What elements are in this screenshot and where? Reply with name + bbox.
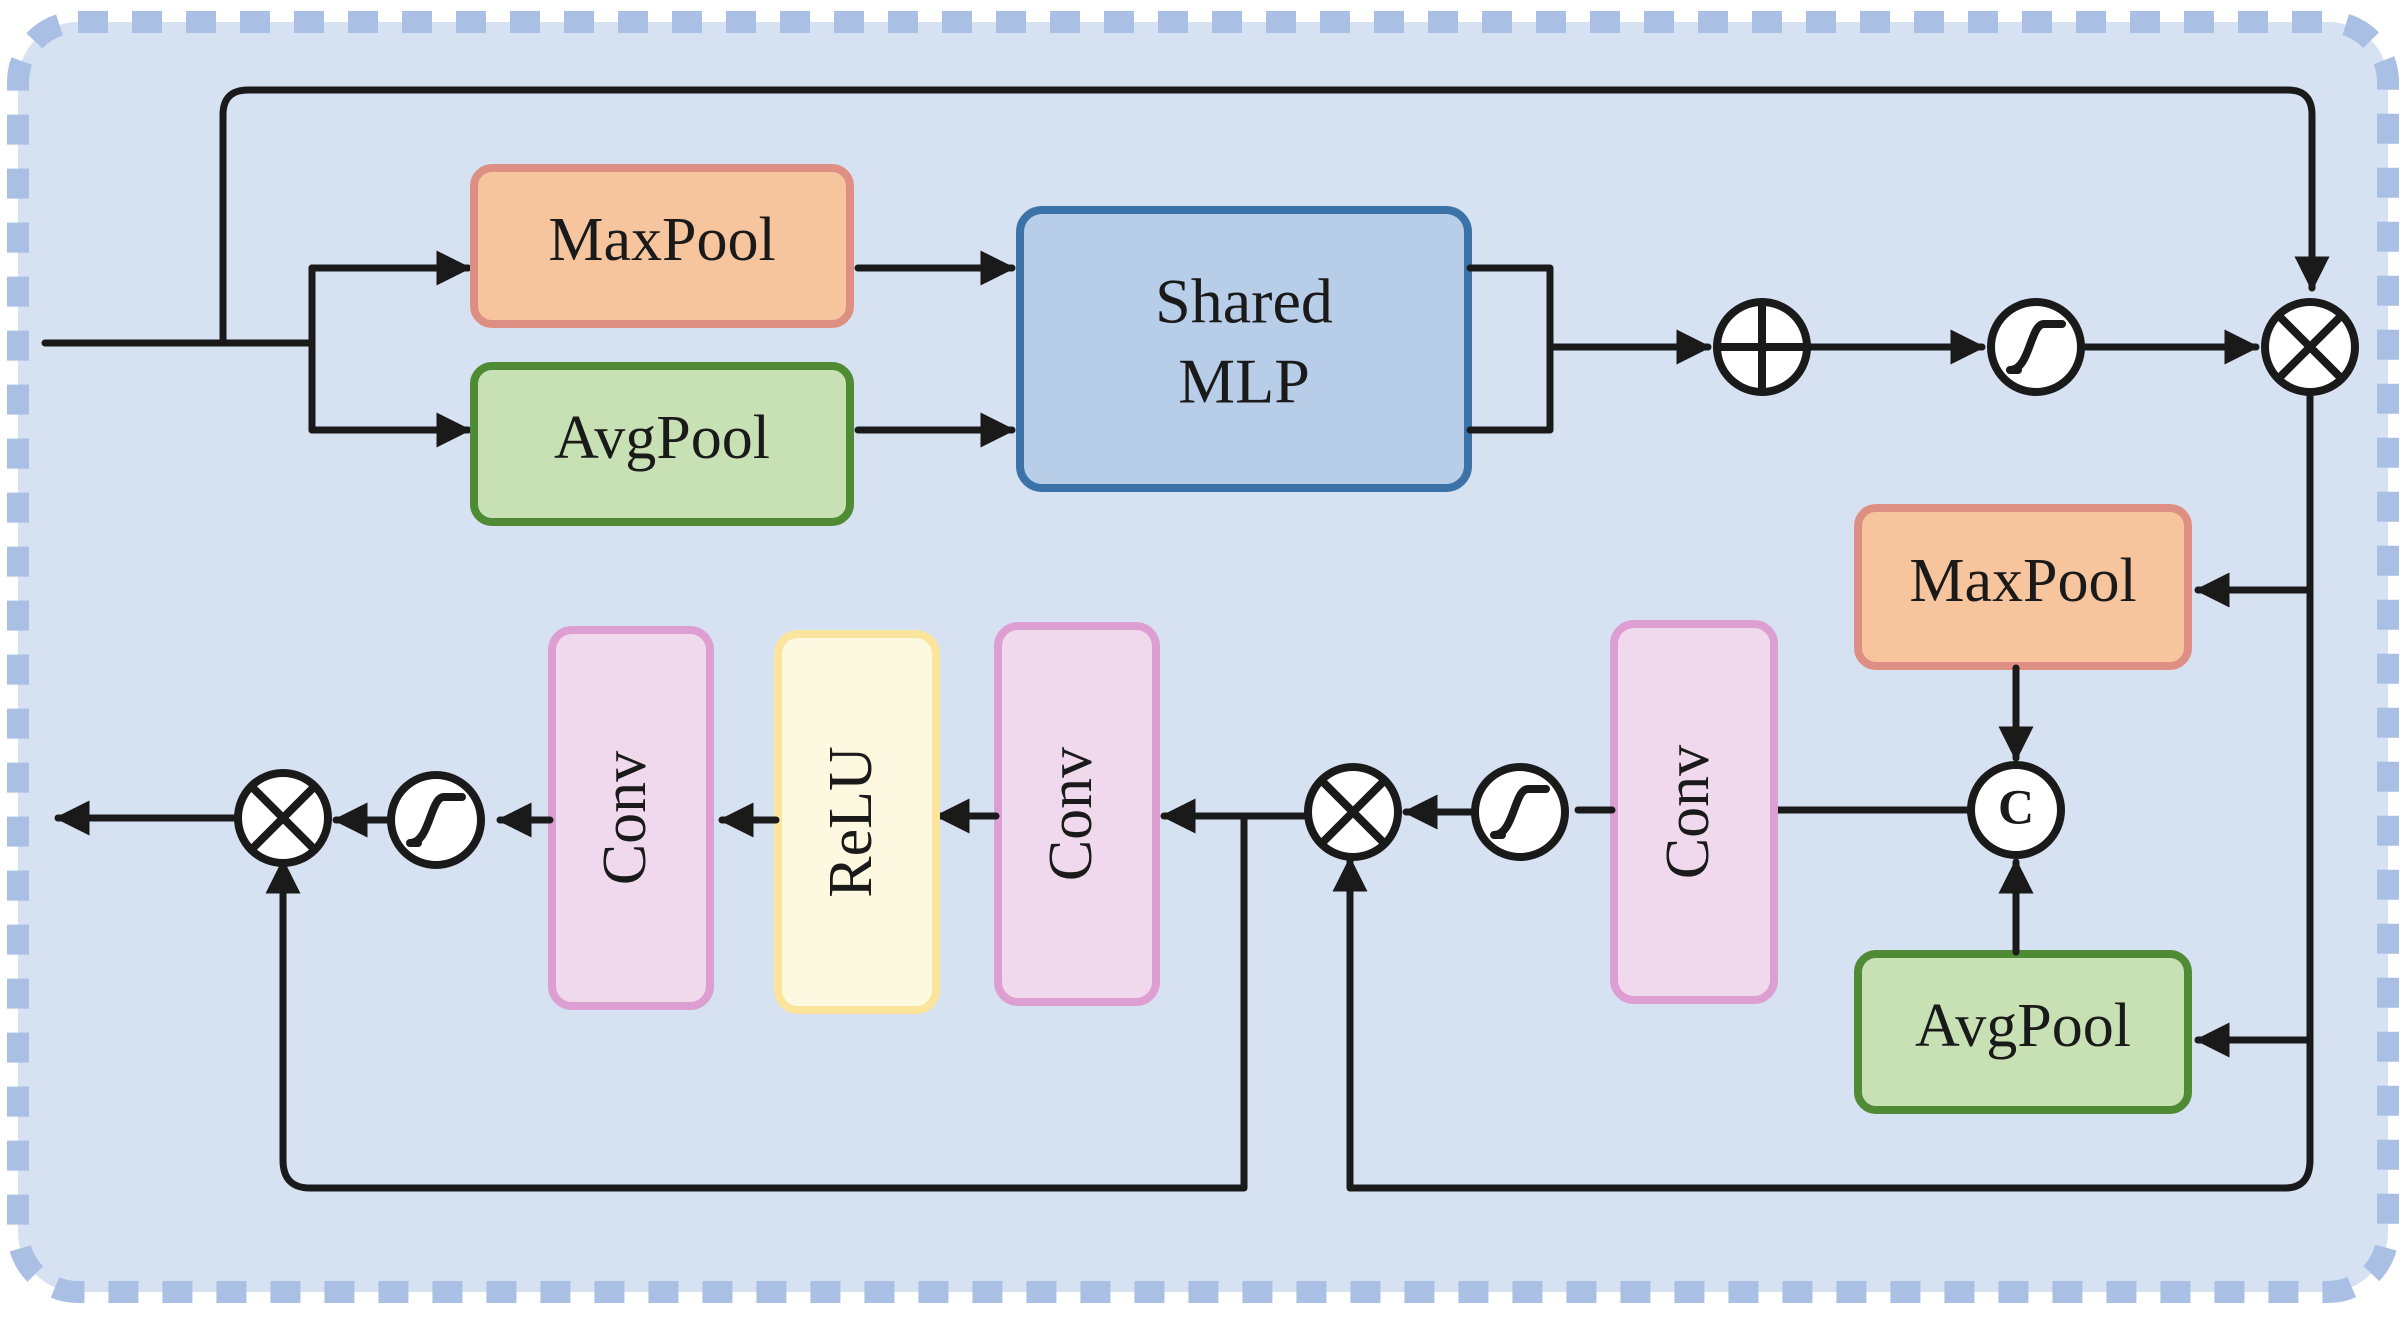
spatial-avgpool-box	[1854, 950, 2192, 1114]
channel-avgpool-box	[470, 362, 854, 526]
concat-icon: C	[1967, 761, 2065, 859]
spatial-sigmoid-icon	[1471, 763, 1569, 861]
spatial-conv-label: Conv	[1654, 745, 1722, 879]
spatial-multiply-icon	[1304, 763, 1402, 861]
final-multiply-icon	[234, 769, 332, 867]
channel-avgpool-label: AvgPool	[554, 404, 770, 472]
concat-label: C	[1998, 778, 2034, 834]
residual-skip-line	[265, 812, 1248, 1192]
channel-output-line	[1332, 388, 2314, 1192]
conv-left-label: Conv	[591, 751, 659, 885]
shared-mlp-label-line2: MLP	[1178, 346, 1310, 417]
spatial-avgpool-label: AvgPool	[1915, 992, 2131, 1060]
channel-skip-connection	[219, 86, 2330, 347]
shared-mlp-box	[1016, 206, 1472, 492]
sigmoid-icon	[1987, 298, 2085, 396]
relu-label: ReLU	[817, 746, 885, 898]
shared-mlp-label-line1: Shared	[1155, 266, 1333, 337]
conv-right-label: Conv	[1037, 747, 1105, 881]
channel-maxpool-label: MaxPool	[548, 206, 775, 274]
multiply-circle-icon	[2261, 298, 2359, 396]
channel-maxpool-box	[470, 164, 854, 328]
spatial-maxpool-box	[1854, 504, 2192, 670]
spatial-maxpool-label: MaxPool	[1909, 547, 2136, 615]
plus-circle-icon	[1713, 298, 1811, 396]
bottleneck-sigmoid-icon	[387, 771, 485, 869]
